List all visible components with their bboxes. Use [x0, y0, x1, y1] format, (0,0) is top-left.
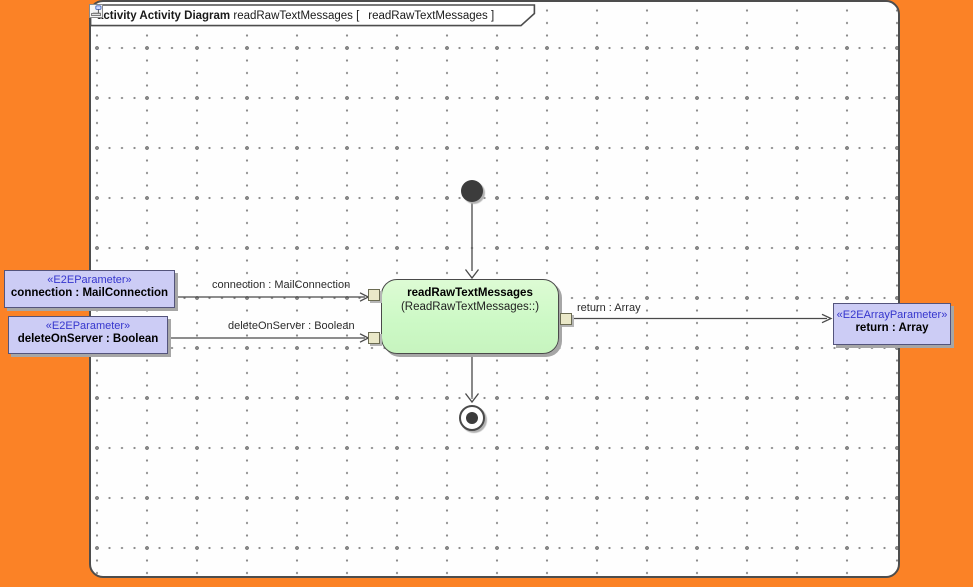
final-node-dot: [466, 412, 478, 424]
edge-label-connection[interactable]: connection : MailConnection: [212, 279, 351, 291]
stereotype-label: «E2EParameter»: [47, 274, 132, 286]
action-name: readRawTextMessages: [407, 287, 533, 299]
initial-node[interactable]: [461, 180, 483, 202]
output-pin-return[interactable]: [560, 313, 572, 325]
activity-final-node[interactable]: [459, 405, 485, 431]
frame-tab[interactable]: activity Activity Diagram readRawTextMes…: [89, 4, 536, 27]
stereotype-label: «E2EArrayParameter»: [836, 309, 948, 321]
parameter-node-return[interactable]: «E2EArrayParameter» return : Array: [833, 303, 951, 345]
frame-tab-name: readRawTextMessages [: [233, 9, 360, 22]
input-pin-connection[interactable]: [368, 289, 380, 301]
frame-tab-keyword: activity Activity Diagram: [97, 9, 231, 22]
parameter-name: connection : MailConnection: [10, 287, 169, 299]
edge-label-return[interactable]: return : Array: [577, 302, 641, 314]
action-node-readrawtextmessages[interactable]: readRawTextMessages (ReadRawTextMessages…: [381, 279, 559, 354]
frame-tab-context: readRawTextMessages ]: [368, 9, 495, 22]
parameter-node-connection[interactable]: «E2EParameter» connection : MailConnecti…: [4, 270, 175, 308]
input-pin-deleteonserver[interactable]: [368, 332, 380, 344]
action-qualifier: (ReadRawTextMessages::): [400, 301, 540, 313]
parameter-name: deleteOnServer : Boolean: [17, 333, 159, 345]
parameter-name: return : Array: [855, 322, 929, 334]
stereotype-label: «E2EParameter»: [45, 320, 131, 332]
parameter-node-deleteonserver[interactable]: «E2EParameter» deleteOnServer : Boolean: [8, 316, 168, 354]
edge-label-deleteonserver[interactable]: deleteOnServer : Boolean: [228, 320, 355, 332]
